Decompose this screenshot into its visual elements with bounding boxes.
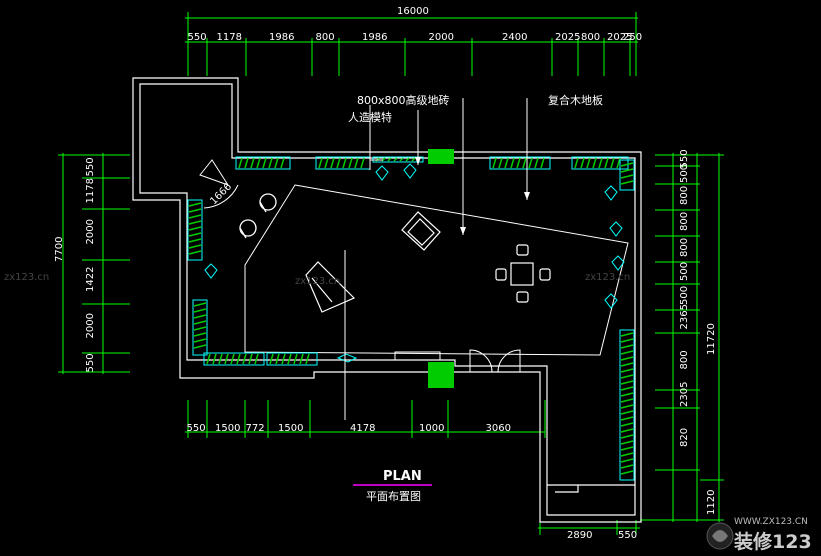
left-dimension-label: 550 <box>85 353 96 372</box>
left-dimension-label: 2000 <box>85 313 96 338</box>
lounge-chairs <box>239 193 277 239</box>
watermark: zx123.cn <box>4 272 49 283</box>
right-dimension-label: 800 <box>679 238 690 257</box>
top-dimension-label: 800 <box>581 32 600 43</box>
display-zone-outline <box>244 184 629 356</box>
shelf-unit <box>187 199 203 261</box>
bottom-dimension-label: 1000 <box>419 423 444 434</box>
bottom-dimension-label: 550 <box>618 530 637 541</box>
top-dimension-label: 250 <box>623 32 642 43</box>
top-dimension-lines <box>185 12 638 76</box>
right-total-label: 11720 <box>706 323 717 355</box>
bottom-dimension-label: 3060 <box>486 423 511 434</box>
right-total-label: 1120 <box>706 490 717 515</box>
entrance-block <box>428 362 454 388</box>
right-dimension-label: 500 <box>679 262 690 281</box>
plan-subtitle: 平面布置图 <box>366 490 421 503</box>
bottom-dimension-label: 550 <box>187 423 206 434</box>
right-dimension-label: 820 <box>679 428 690 447</box>
tile-block <box>428 149 454 164</box>
bottom-dimension-label: 772 <box>246 423 265 434</box>
shelf-unit <box>571 156 629 170</box>
watermark: zx123.cn <box>295 276 340 287</box>
top-dimension-label: 2025 <box>555 32 580 43</box>
counter <box>394 351 441 361</box>
leader-lines <box>344 98 528 420</box>
right-dimension-label: 550 <box>679 149 690 168</box>
overall-width-label: 16000 <box>397 6 429 17</box>
bottom-dimension-label: 2890 <box>567 530 592 541</box>
mannequins <box>204 163 625 363</box>
right-dimension-label: 800 <box>679 186 690 205</box>
plan-title: PLAN <box>383 469 422 484</box>
top-dimension-label: 2000 <box>429 32 454 43</box>
shelf-unit <box>489 156 551 170</box>
top-dimension-label: 550 <box>188 32 207 43</box>
left-dimension-label: 550 <box>85 157 96 176</box>
top-dimension-label: 2400 <box>502 32 527 43</box>
top-dimension-label: 800 <box>316 32 335 43</box>
right-dimension-label: 2305 <box>679 382 690 407</box>
top-dimension-label: 1178 <box>217 32 242 43</box>
bottom-dimension-label: 1500 <box>278 423 303 434</box>
side-door <box>199 159 239 209</box>
mannequin-annotation: 人造模特 <box>348 110 392 124</box>
wood-floor-annotation: 复合木地板 <box>548 93 603 107</box>
right-dimension-label: 2365 <box>679 304 690 329</box>
brand-name: 装修123 <box>733 530 812 553</box>
right-dimension-label: 500 <box>679 164 690 183</box>
walls <box>132 77 642 523</box>
shelf-unit <box>266 352 318 366</box>
leader-arrows <box>415 157 530 235</box>
top-dimension-label: 1986 <box>362 32 387 43</box>
right-dimension-label: 800 <box>679 212 690 231</box>
left-dimension-lines <box>58 153 130 374</box>
shelf-unit <box>203 352 265 366</box>
left-dimension-label: 2000 <box>85 219 96 244</box>
shelf-unit <box>619 329 635 481</box>
display-sofa <box>401 211 441 251</box>
left-dimension-label: 1178 <box>85 178 96 203</box>
entrance-door <box>469 349 521 373</box>
left-dimension-label: 1422 <box>85 267 96 292</box>
brand-logo <box>706 522 734 550</box>
top-dimension-label: 1986 <box>269 32 294 43</box>
bottom-dimension-label: 1500 <box>215 423 240 434</box>
watermark: zx123.cn <box>585 272 630 283</box>
dining-set <box>495 244 551 303</box>
right-dimension-label: 500 <box>679 286 690 305</box>
right-dimension-label: 800 <box>679 350 690 369</box>
right-dimension-lines <box>640 153 724 522</box>
shelf-unit <box>192 299 208 356</box>
brand-url: WWW.ZX123.CN <box>734 517 808 527</box>
bottom-dimension-lines <box>185 400 640 535</box>
bottom-dimension-label: 4178 <box>350 423 375 434</box>
shelf-unit <box>235 156 291 170</box>
tile-annotation: 800x800高级地砖 <box>357 93 450 107</box>
left-total-label: 7700 <box>54 237 65 262</box>
wall-shelves <box>187 156 635 481</box>
display-lounger <box>305 261 356 313</box>
top-dimension-label: 2025 <box>607 32 632 43</box>
shelf-unit <box>619 159 635 191</box>
